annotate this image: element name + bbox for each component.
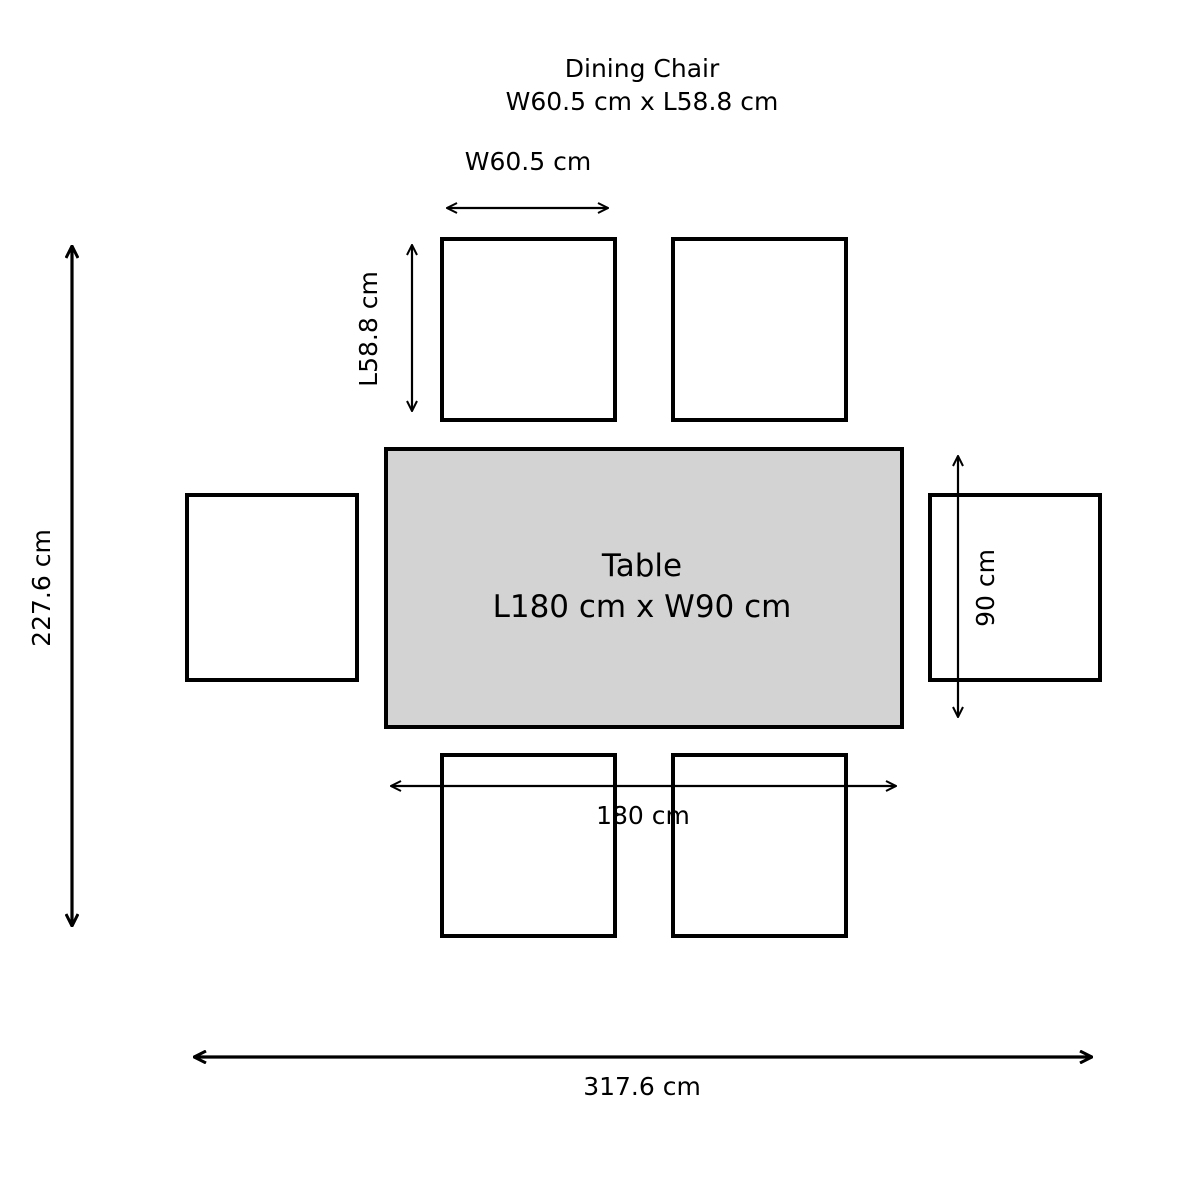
chair-top-right <box>671 237 848 422</box>
table-label-line2: L180 cm x W90 cm <box>493 589 792 625</box>
chair-bottom-right <box>671 753 848 938</box>
chair-title-line2: W60.5 cm x L58.8 cm <box>506 87 779 116</box>
overall-width-label: 317.6 cm <box>583 1072 701 1101</box>
chair-title-line1: Dining Chair <box>565 54 720 83</box>
chair-top-left <box>440 237 617 422</box>
table <box>384 447 904 729</box>
chair-right-end <box>928 493 1102 682</box>
table-label-line1: Table <box>601 548 682 584</box>
chair-width-label: W60.5 cm <box>465 147 591 176</box>
chair-length-label: L58.8 cm <box>354 271 383 387</box>
chair-left-end <box>185 493 359 682</box>
table-width-label: 90 cm <box>971 549 1000 627</box>
chair-bottom-left <box>440 753 617 938</box>
overall-height-label: 227.6 cm <box>27 529 56 647</box>
table-length-label: 180 cm <box>596 801 690 830</box>
